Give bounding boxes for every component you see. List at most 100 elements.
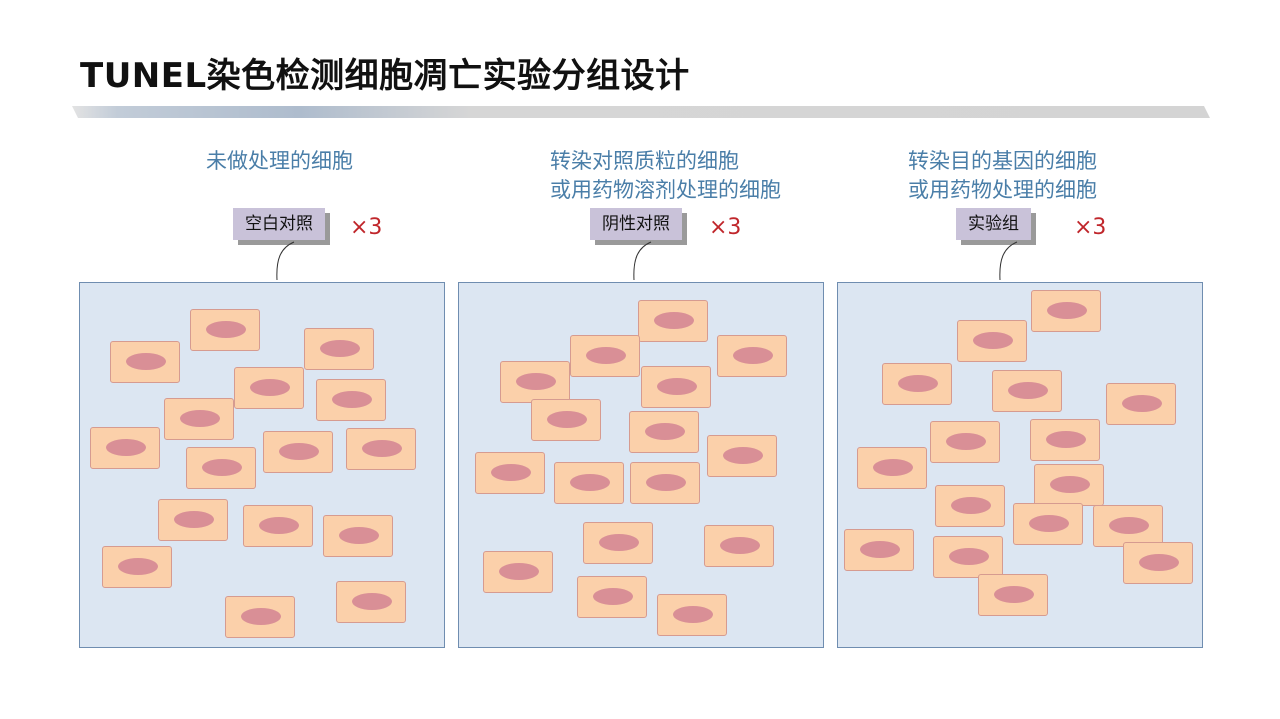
description-line: 转染对照质粒的细胞 bbox=[550, 149, 739, 173]
cell bbox=[857, 447, 927, 489]
cell-nucleus bbox=[362, 440, 402, 457]
cell-nucleus bbox=[106, 439, 146, 456]
cell bbox=[1106, 383, 1176, 425]
cell-nucleus bbox=[180, 410, 220, 427]
cell-nucleus bbox=[723, 447, 763, 464]
cell bbox=[243, 505, 313, 547]
cell-nucleus bbox=[1047, 302, 1087, 319]
cell bbox=[882, 363, 952, 405]
cell-nucleus bbox=[320, 340, 360, 357]
cell bbox=[583, 522, 653, 564]
cell bbox=[704, 525, 774, 567]
cell bbox=[935, 485, 1005, 527]
cell bbox=[978, 574, 1048, 616]
cell bbox=[570, 335, 640, 377]
cell bbox=[164, 398, 234, 440]
page-title: TUNEL染色检测细胞凋亡实验分组设计 bbox=[80, 56, 690, 96]
replicate-count: ×3 bbox=[709, 215, 742, 240]
cell-nucleus bbox=[174, 511, 214, 528]
cell bbox=[957, 320, 1027, 362]
cell-nucleus bbox=[1029, 515, 1069, 532]
group-description-experimental: 转染目的基因的细胞 或用药物处理的细胞 bbox=[908, 147, 1097, 205]
description-line: 或用药物溶剂处理的细胞 bbox=[550, 178, 781, 202]
cell bbox=[225, 596, 295, 638]
cell-nucleus bbox=[126, 353, 166, 370]
cell bbox=[629, 411, 699, 453]
cell bbox=[630, 462, 700, 504]
cell bbox=[641, 366, 711, 408]
replicate-count: ×3 bbox=[1074, 215, 1107, 240]
cell bbox=[577, 576, 647, 618]
cell-nucleus bbox=[241, 608, 281, 625]
cell bbox=[1031, 290, 1101, 332]
replicate-count: ×3 bbox=[350, 215, 383, 240]
cell-nucleus bbox=[570, 474, 610, 491]
cell-nucleus bbox=[599, 534, 639, 551]
cell-nucleus bbox=[873, 459, 913, 476]
cell-nucleus bbox=[720, 537, 760, 554]
cell-nucleus bbox=[339, 527, 379, 544]
cell-nucleus bbox=[547, 411, 587, 428]
cell-nucleus bbox=[946, 433, 986, 450]
cell-nucleus bbox=[1139, 554, 1179, 571]
cell bbox=[475, 452, 545, 494]
cell bbox=[930, 421, 1000, 463]
cell bbox=[1123, 542, 1193, 584]
cell-nucleus bbox=[1046, 431, 1086, 448]
cell bbox=[717, 335, 787, 377]
cell-nucleus bbox=[202, 459, 242, 476]
cell bbox=[554, 462, 624, 504]
group-description-negative-control: 转染对照质粒的细胞 或用药物溶剂处理的细胞 bbox=[550, 147, 781, 205]
cell-nucleus bbox=[654, 312, 694, 329]
cell-nucleus bbox=[206, 321, 246, 338]
cell-nucleus bbox=[733, 347, 773, 364]
cell-nucleus bbox=[352, 593, 392, 610]
cell bbox=[316, 379, 386, 421]
cell-nucleus bbox=[973, 332, 1013, 349]
cell bbox=[90, 427, 160, 469]
cell bbox=[263, 431, 333, 473]
group-description-blank-control: 未做处理的细胞 bbox=[206, 147, 353, 176]
cell bbox=[234, 367, 304, 409]
cell bbox=[304, 328, 374, 370]
cell bbox=[657, 594, 727, 636]
description-line: 或用药物处理的细胞 bbox=[908, 178, 1097, 202]
cell bbox=[323, 515, 393, 557]
cell-nucleus bbox=[673, 606, 713, 623]
cell-nucleus bbox=[593, 588, 633, 605]
leader-line bbox=[633, 241, 652, 281]
cell bbox=[336, 581, 406, 623]
title-underline-bar bbox=[72, 106, 1210, 118]
cell-nucleus bbox=[1008, 382, 1048, 399]
cell bbox=[1030, 419, 1100, 461]
cell bbox=[531, 399, 601, 441]
cell bbox=[992, 370, 1062, 412]
tag-negative-control: 阴性对照 bbox=[590, 208, 682, 240]
cell-nucleus bbox=[646, 474, 686, 491]
cell-nucleus bbox=[250, 379, 290, 396]
cell-nucleus bbox=[118, 558, 158, 575]
cell bbox=[1013, 503, 1083, 545]
cell bbox=[500, 361, 570, 403]
cell bbox=[933, 536, 1003, 578]
cell-nucleus bbox=[994, 586, 1034, 603]
cell-nucleus bbox=[279, 443, 319, 460]
cell-nucleus bbox=[516, 373, 556, 390]
description-line: 转染目的基因的细胞 bbox=[908, 149, 1097, 173]
cell bbox=[102, 546, 172, 588]
cell bbox=[638, 300, 708, 342]
cell bbox=[483, 551, 553, 593]
cell-nucleus bbox=[491, 464, 531, 481]
leader-line bbox=[276, 241, 295, 281]
cell bbox=[844, 529, 914, 571]
tag-experimental: 实验组 bbox=[956, 208, 1031, 240]
cell-nucleus bbox=[332, 391, 372, 408]
cell bbox=[110, 341, 180, 383]
cell-nucleus bbox=[860, 541, 900, 558]
cell bbox=[190, 309, 260, 351]
leader-line bbox=[999, 241, 1018, 281]
cell bbox=[346, 428, 416, 470]
cell-nucleus bbox=[657, 378, 697, 395]
cell-nucleus bbox=[259, 517, 299, 534]
description-line: 未做处理的细胞 bbox=[206, 149, 353, 173]
